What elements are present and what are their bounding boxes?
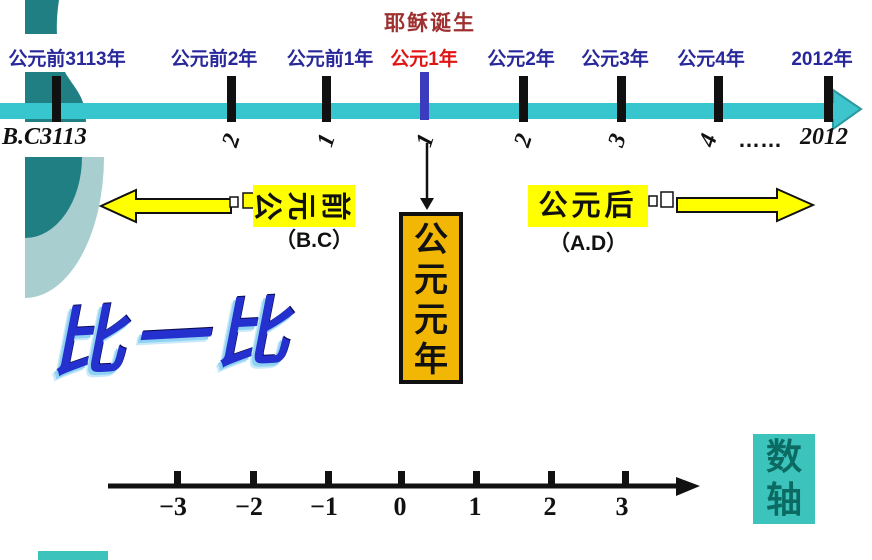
bc-era-char-3: 前 <box>318 191 351 221</box>
timeline-tick-ad3 <box>617 76 626 122</box>
numberline-label-neg1: −1 <box>310 492 338 521</box>
bc-era-label: 公 元 前 <box>251 185 355 227</box>
timeline-tick-bc3113 <box>52 76 61 122</box>
year-label-ad1: 公元1年 <box>390 49 458 70</box>
compare-wordart: 比一比 <box>48 289 299 386</box>
axis-term-text: 数轴 <box>765 436 802 520</box>
down-arrow-head-icon <box>420 198 434 210</box>
below-label-2012: 2012 <box>800 124 848 150</box>
numberline-label-0: 0 <box>393 492 407 521</box>
ad-era-label: 公元后 <box>528 185 648 227</box>
year-label-ad2: 公元2年 <box>487 49 555 70</box>
year-label-ad3: 公元3年 <box>581 49 649 70</box>
bottom-left-accent <box>38 551 108 560</box>
origin-year-box: 公元元年 <box>399 212 463 384</box>
numberline-label-neg3: −3 <box>159 492 187 521</box>
number-line-tick <box>548 471 555 485</box>
timeline-tick-ad4 <box>714 76 723 122</box>
axis-term-box: 数轴 <box>753 434 815 524</box>
ad-arrow-icon <box>676 187 816 223</box>
number-line-tick <box>473 471 480 485</box>
timeline-tick-bc2 <box>227 76 236 122</box>
year-label-ad4: 公元4年 <box>677 49 745 70</box>
number-line-arrowhead-icon <box>676 477 700 496</box>
numberline-label-1: 1 <box>468 492 482 521</box>
corner-decoration-mask <box>0 34 170 72</box>
year-label-bc2: 公元前2年 <box>170 49 258 70</box>
timeline-tick-ad1-origin <box>420 72 429 120</box>
origin-year-text: 公元元年 <box>414 221 448 379</box>
ad-arrow-tail-square-large <box>660 191 674 208</box>
year-label-bc1: 公元前1年 <box>286 49 374 70</box>
numberline-label-3: 3 <box>615 492 629 521</box>
number-line-tick <box>622 471 629 485</box>
number-line-tick <box>325 471 332 485</box>
timeline-tick-bc1 <box>322 76 331 122</box>
jesus-birth-label: 耶稣诞生 <box>384 12 476 35</box>
number-line-tick <box>250 471 257 485</box>
numberline-label-2: 2 <box>543 492 557 521</box>
ellipsis-label: …… <box>738 127 782 152</box>
year-label-bc3113: 公元前3113年 <box>8 49 126 70</box>
number-line-tick <box>398 471 405 485</box>
corner-decoration-dark-arc <box>25 157 82 238</box>
bc-arrow-icon <box>98 188 232 224</box>
year-label-2012: 2012年 <box>791 49 853 70</box>
ad-arrow-tail-square-small <box>648 195 658 207</box>
bc-arrow-tail-square-small <box>229 196 239 208</box>
timeline-tick-ad2 <box>519 76 528 122</box>
number-line-tick <box>174 471 181 485</box>
ad-era-abbr: （A.D） <box>549 232 628 255</box>
numberline-label-neg2: −2 <box>235 492 263 521</box>
bc-era-abbr: （B.C） <box>275 229 354 252</box>
timeline-bar <box>0 103 834 119</box>
below-label-bc3113: B.C3113 <box>2 124 87 150</box>
timeline-tick-2012 <box>824 76 833 122</box>
